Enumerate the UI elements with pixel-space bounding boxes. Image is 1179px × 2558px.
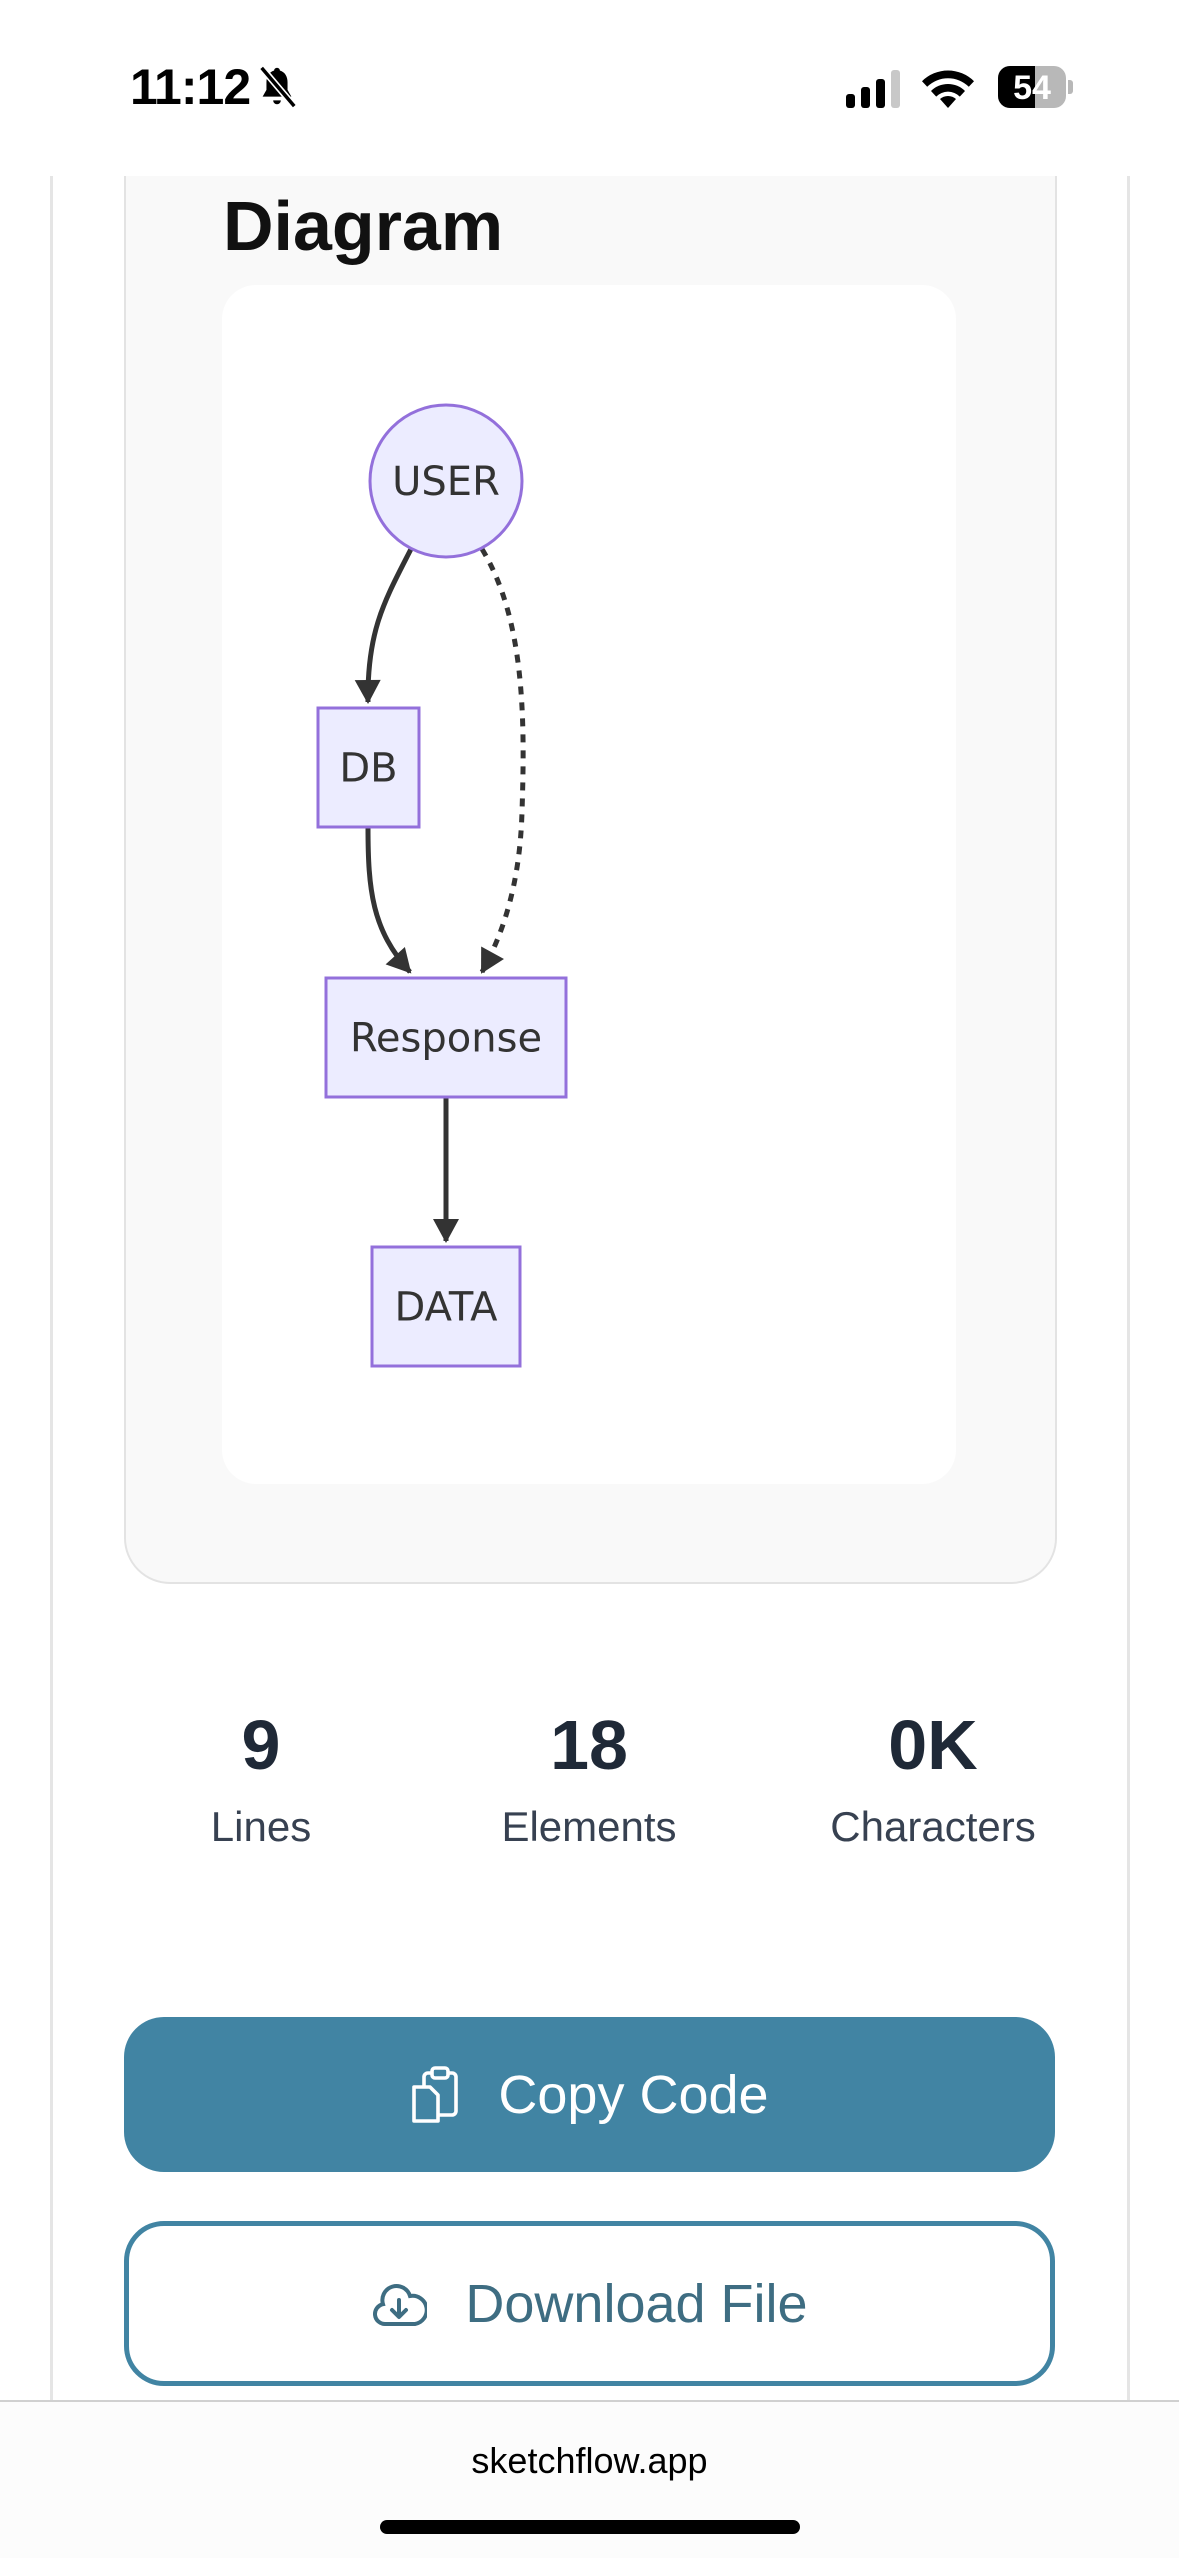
battery-level: 54 xyxy=(1013,69,1051,107)
node-label-db: DB xyxy=(339,746,397,792)
download-file-button[interactable]: Download File xyxy=(124,2221,1055,2386)
status-bar: 11:12 54 xyxy=(0,0,1179,176)
clipboard-icon xyxy=(412,2065,459,2123)
browser-bottom-bar: sketchflow.app xyxy=(0,2400,1179,2558)
home-indicator[interactable] xyxy=(380,2520,800,2534)
stat-label: Elements xyxy=(501,1803,677,1850)
card-title: Diagram xyxy=(223,187,504,265)
stat-label: Characters xyxy=(830,1803,1036,1850)
diagram-edges xyxy=(354,547,526,1243)
node-db xyxy=(316,706,421,829)
stat-value: 18 xyxy=(550,1706,628,1784)
stat-value: 0K xyxy=(888,1706,978,1784)
edge-user-to-response xyxy=(479,547,526,974)
stat-characters: 0K Characters xyxy=(783,1705,1083,1851)
edge-db-to-response xyxy=(365,826,412,974)
stat-value: 9 xyxy=(241,1706,281,1784)
url-display[interactable]: sketchflow.app xyxy=(471,2440,708,2481)
node-response xyxy=(324,976,568,1099)
download-file-label: Download File xyxy=(465,2273,808,2334)
node-label-user: USER xyxy=(392,459,500,505)
status-time: 11:12 xyxy=(130,59,251,115)
stat-elements: 18 Elements xyxy=(439,1705,739,1851)
battery-icon: 54 xyxy=(998,66,1066,108)
bell-slash-icon xyxy=(259,65,297,109)
panel-border-left xyxy=(50,176,53,2400)
node-data xyxy=(370,1245,522,1368)
battery-nub xyxy=(1068,80,1073,94)
copy-code-button[interactable]: Copy Code xyxy=(124,2017,1055,2172)
panel-border-right xyxy=(1127,176,1130,2400)
diagram-canvas xyxy=(222,285,956,1484)
stat-lines: 9 Lines xyxy=(111,1705,411,1851)
node-user xyxy=(368,403,524,559)
cloud-download-icon xyxy=(373,2283,428,2326)
node-label-data: DATA xyxy=(394,1285,498,1331)
signal-icon xyxy=(846,70,900,108)
wifi-icon xyxy=(922,70,974,108)
copy-code-label: Copy Code xyxy=(498,2064,769,2125)
node-label-response: Response xyxy=(350,1016,542,1062)
edge-user-to-db xyxy=(354,547,414,704)
stat-label: Lines xyxy=(210,1803,312,1850)
